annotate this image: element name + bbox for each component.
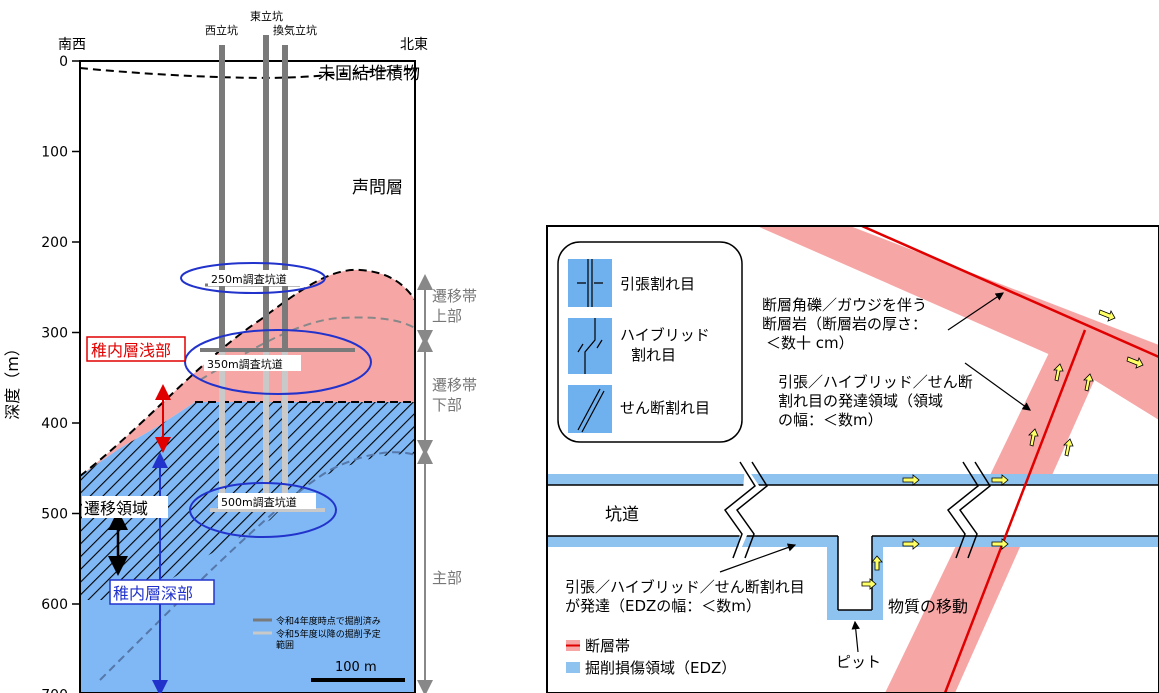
depth-tick-label: 400 <box>41 416 68 432</box>
unconsolidated-label: 未固結堆積物 <box>318 64 420 84</box>
depth-tick-label: 300 <box>41 326 68 342</box>
depth-tick-label: 100 <box>41 145 68 161</box>
depth-tick-label: 600 <box>41 597 68 613</box>
fault-zone-main <box>757 226 1159 420</box>
shaft-vent-label: 換気立坑 <box>273 23 317 37</box>
gallery-350m-label: 350m調査坑道 <box>207 357 283 371</box>
pit-label: ピット <box>836 653 881 671</box>
mass-transfer-label: 物質の移動 <box>888 597 968 616</box>
depth-tick-label: 0 <box>59 54 68 70</box>
zone-main-label: 主部 <box>432 569 462 587</box>
direction-ne: 北東 <box>400 37 428 53</box>
depth-axis-label: 深度（m） <box>3 340 22 420</box>
fault-rock-label: 断層角礫／ガウジを伴う断層岩（断層岩の厚さ：＜数十 cm） <box>762 296 927 352</box>
depth-tick-label: 500 <box>41 507 68 523</box>
legend-fault-zone: 断層帯 <box>585 637 630 655</box>
legend-excavated: 令和4年度時点で掘削済み <box>276 615 381 627</box>
gallery-250m-ellipse <box>180 262 326 294</box>
legend-tensile: 引張割れ目 <box>620 275 695 293</box>
cross-section-panel: 0 100 200 300 400 500 600 700 深度（m） 南西 北東 西立坑 東… <box>3 9 477 693</box>
wakkanai-shallow-region <box>80 269 415 476</box>
zone-legend: 断層帯 掘削損傷領域（EDZ） <box>566 637 736 677</box>
shaft-east-label: 東立坑 <box>250 9 283 23</box>
detail-panel: 引張割れ目 ハイブリッド割れ目 せん断割れ目 断層角礫／ガウジを伴う断層岩（断層… <box>546 225 1159 693</box>
scale-bar-label: 100 m <box>335 660 377 675</box>
depth-axis: 0 100 200 300 400 500 600 700 <box>41 54 80 693</box>
mass-transfer-arrows <box>861 309 1144 590</box>
gallery-500m-ellipse <box>189 482 337 538</box>
gallery-350m-ellipse <box>184 329 372 395</box>
wakkanai-deep-label: 稚内層深部 <box>113 584 193 603</box>
legend-shear: せん断割れ目 <box>620 399 710 417</box>
fracture-legend: 引張割れ目 ハイブリッド割れ目 せん断割れ目 <box>557 241 743 443</box>
legend-planned: 令和5年度以降の掘削予定範囲 <box>276 628 381 651</box>
gallery-label: 坑道 <box>605 505 639 525</box>
edz-fracture-label: 引張／ハイブリッド／せん断割れ目が発達（EDZの幅：＜数m） <box>565 578 805 615</box>
wakkanai-shallow-label: 稚内層浅部 <box>91 341 171 360</box>
excavation-legend: 令和4年度時点で掘削済み 令和5年度以降の掘削予定範囲 <box>253 615 381 651</box>
depth-tick-label: 700 <box>41 688 68 693</box>
shaft-west-label: 西立坑 <box>205 23 238 37</box>
direction-sw: 南西 <box>58 37 86 53</box>
gallery-250m-label: 250m調査坑道 <box>211 272 287 286</box>
fracture-zone-label: 引張／ハイブリッド／せん断割れ目の発達領域（領域の幅：＜数m） <box>778 373 973 429</box>
zone-lower-label: 遷移帯下部 <box>432 376 477 414</box>
depth-tick-label: 200 <box>41 235 68 251</box>
gallery-500m-label: 500m調査坑道 <box>221 495 297 509</box>
shafts <box>200 35 355 512</box>
legend-hybrid: ハイブリッド割れ目 <box>620 326 710 364</box>
transition-region-label: 遷移領域 <box>84 499 148 518</box>
legend-edz: 掘削損傷領域（EDZ） <box>585 659 736 677</box>
koetoi-label: 声問層 <box>352 178 403 198</box>
zone-upper-label: 遷移帯上部 <box>432 287 477 325</box>
